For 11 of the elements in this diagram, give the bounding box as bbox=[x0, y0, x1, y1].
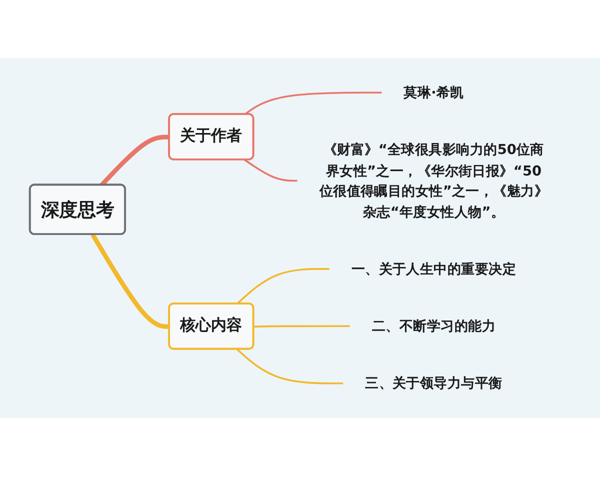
connector bbox=[236, 348, 344, 384]
node-text: 《财富》“全球很具影响力的50位商界女性”之一，《华尔街日报》“50位很值得瞩目的女性”之一，《魅力》杂志“年度女性人物”。 bbox=[319, 141, 548, 220]
connector bbox=[90, 233, 170, 329]
connector bbox=[244, 159, 298, 182]
node-text: 三、关于领导力与平衡 bbox=[365, 374, 502, 392]
node-text: 二、不断学习的能力 bbox=[372, 318, 496, 334]
connector bbox=[244, 92, 382, 116]
node-text: 莫琳·希凯 bbox=[404, 84, 464, 101]
connector bbox=[254, 325, 350, 328]
connector bbox=[236, 268, 330, 305]
node-text: 一、关于人生中的重要决定 bbox=[351, 260, 516, 277]
